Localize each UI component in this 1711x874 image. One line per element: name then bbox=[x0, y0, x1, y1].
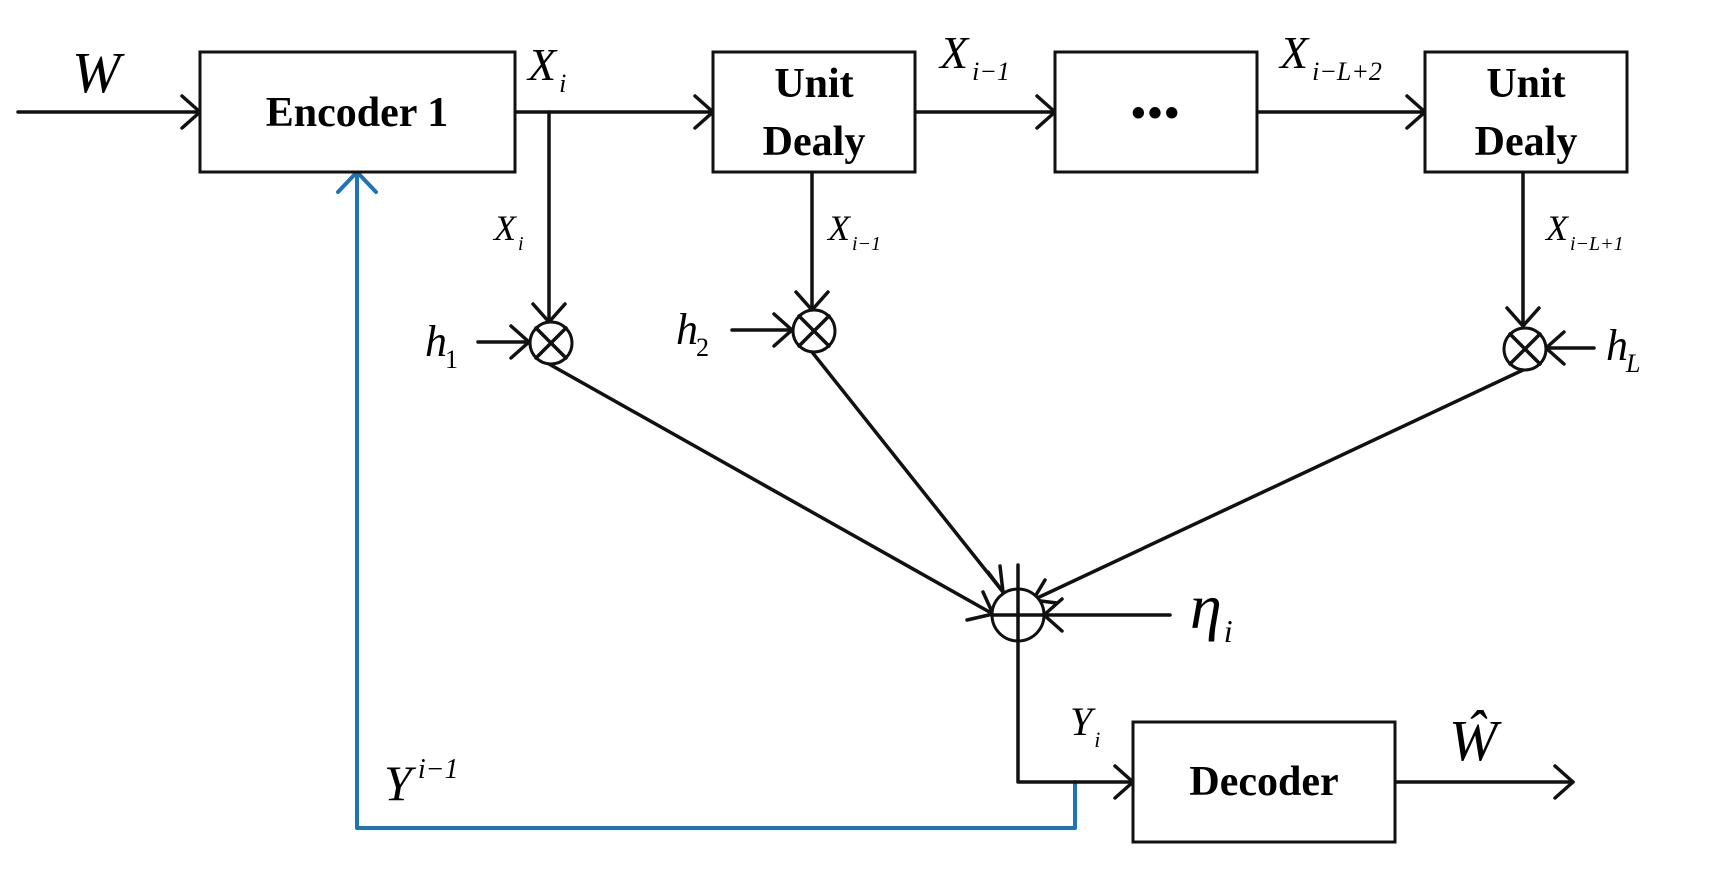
unit-delay-1-line1: Unit bbox=[774, 61, 853, 107]
h1-label: h1 bbox=[425, 317, 458, 374]
tapL-arrowhead bbox=[1505, 306, 1541, 328]
ellipsis-block bbox=[1053, 50, 1259, 174]
noise-eta-label: ηi bbox=[1190, 571, 1233, 649]
yi-wire bbox=[1016, 639, 1135, 784]
unit-delay-1-line2: Dealy bbox=[763, 119, 866, 165]
mult1-to-adder bbox=[547, 362, 995, 616]
multL-to-adder bbox=[1031, 368, 1525, 602]
decoder-label: Decoder bbox=[1189, 759, 1338, 805]
unit-delay-block-L bbox=[1423, 50, 1629, 174]
multiplier-L bbox=[1502, 326, 1548, 372]
yi-label: Yi bbox=[1070, 699, 1100, 752]
encoder-label: Encoder 1 bbox=[266, 90, 448, 136]
mult2-arrowhead bbox=[986, 564, 1005, 594]
h2-label: h2 bbox=[676, 305, 709, 362]
unit-delay-L-line1: Unit bbox=[1486, 61, 1565, 107]
encoder-block bbox=[198, 50, 517, 174]
output-arrowhead bbox=[1553, 764, 1575, 800]
multiplier-2 bbox=[791, 308, 837, 354]
output-what-label: Ŵ bbox=[1449, 708, 1502, 773]
decoder-block bbox=[1131, 720, 1397, 844]
input-w-label: W bbox=[72, 40, 125, 105]
mult2-to-adder bbox=[810, 350, 1005, 594]
unit-delay-block-1 bbox=[711, 50, 917, 174]
feedback-path bbox=[355, 170, 1077, 830]
ellipsis-label: ••• bbox=[1131, 91, 1181, 137]
multiplier-1 bbox=[528, 320, 574, 366]
unit-delay-L-line2: Dealy bbox=[1475, 119, 1578, 165]
hL-label: hL bbox=[1606, 321, 1640, 378]
adder bbox=[990, 563, 1046, 643]
